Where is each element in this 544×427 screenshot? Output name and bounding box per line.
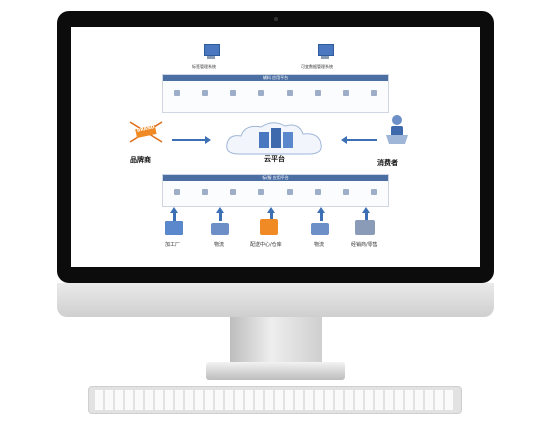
tablet-icon xyxy=(342,189,349,195)
arrow-head-icon xyxy=(341,136,347,144)
cloud-platform-label: 云平台 xyxy=(264,155,285,163)
system-label-1: 标签管理系统 xyxy=(192,64,216,69)
arrow-up-icon xyxy=(362,207,370,221)
node-label: 经销商/零售 xyxy=(351,242,378,248)
keyboard xyxy=(88,386,462,414)
truck-icon xyxy=(211,223,229,235)
tablet-icon xyxy=(342,90,349,96)
arrow-left xyxy=(172,139,208,141)
node-label: 加工厂 xyxy=(165,242,181,248)
server-icon xyxy=(286,189,293,195)
database-icon xyxy=(202,189,209,195)
arrow-up-icon xyxy=(267,207,275,221)
arrow-right xyxy=(347,139,377,141)
cloud-platform-icon xyxy=(221,118,331,160)
network-icon xyxy=(258,90,265,96)
node-label: 物流 xyxy=(314,242,325,248)
arrow-up-icon xyxy=(317,207,325,221)
mobile-icon xyxy=(314,189,321,195)
brand-badge-icon: BRAND xyxy=(126,119,166,145)
lower-platform-title: 标/服 应用平台 xyxy=(163,175,388,181)
node-label: 物流 xyxy=(214,242,225,248)
warehouse-icon xyxy=(260,219,278,235)
monitor-base xyxy=(206,362,345,380)
system-label-2: 可变数据管理系统 xyxy=(301,64,333,69)
computer-icon xyxy=(204,44,220,59)
shop-icon xyxy=(355,220,375,235)
arrow-head-icon xyxy=(205,136,211,144)
globe-icon xyxy=(174,189,181,195)
mobile-icon xyxy=(314,90,321,96)
globe-icon xyxy=(174,90,181,96)
truck-icon xyxy=(311,223,329,235)
computer-icon xyxy=(318,44,334,59)
network-icon xyxy=(258,189,265,195)
camera-icon xyxy=(274,17,278,21)
consumer-label: 消费者 xyxy=(377,159,398,167)
arrow-up-icon xyxy=(216,207,224,221)
arrow-up-icon xyxy=(170,207,178,221)
upper-platform-box: 辅料 应用平台 xyxy=(162,74,389,113)
screen: 标签管理系统 可变数据管理系统 辅料 应用平台 BRAND 品牌商 xyxy=(71,27,480,267)
lower-platform-box: 标/服 应用平台 xyxy=(162,174,389,207)
brand-owner-label: 品牌商 xyxy=(130,156,151,164)
upper-platform-title: 辅料 应用平台 xyxy=(163,75,388,81)
monitor-chin xyxy=(57,283,494,317)
laptop-icon xyxy=(370,189,377,195)
database-icon xyxy=(230,90,237,96)
monitor-stand xyxy=(230,317,322,369)
database-icon xyxy=(202,90,209,96)
node-label: 配送中心/仓库 xyxy=(250,242,282,248)
factory-icon xyxy=(165,221,183,235)
server-icon xyxy=(286,90,293,96)
database-icon xyxy=(230,189,237,195)
laptop-icon xyxy=(370,90,377,96)
consumer-icon xyxy=(382,113,412,147)
